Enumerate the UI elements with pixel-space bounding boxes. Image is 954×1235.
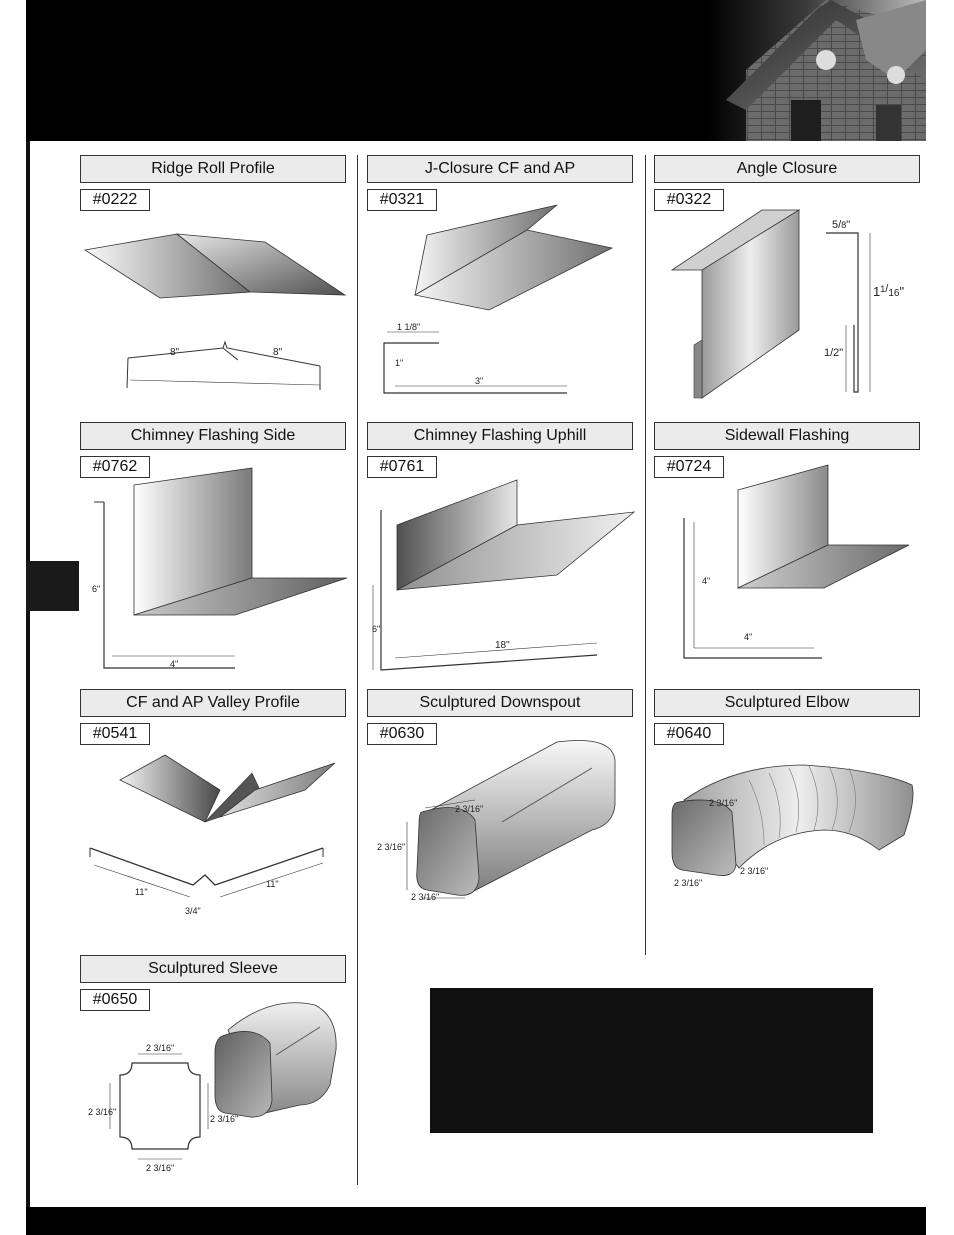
dimension-label: 3" [475,376,483,386]
product-code: #0650 [80,989,150,1011]
product-code: #0322 [654,189,724,211]
sleeve-drawing: 2 3/16" 2 3/16" 2 3/16" 2 3/16" [88,1002,337,1173]
dimension-label: 2 3/16" [88,1107,116,1117]
product-code: #0724 [654,456,724,478]
j-closure-drawing: 1 1/8" 1" 3" [383,204,614,394]
product-title: J-Closure CF and AP [367,155,633,183]
chimney-side-drawing: 6" 4" [92,467,348,669]
column-divider-right [645,155,646,955]
product-code: #0321 [367,189,437,211]
product-title: Ridge Roll Profile [80,155,346,183]
section-tab [26,561,79,611]
header-bar [26,0,926,141]
house-roof-photo-icon [706,0,926,141]
product-title: CF and AP Valley Profile [80,689,346,717]
left-edge-rule [26,0,30,1235]
product-title: Chimney Flashing Uphill [367,422,633,450]
dimension-label: 3/4" [185,906,201,916]
elbow-drawing: 2 3/16" 2 3/16" 2 3/16" [671,764,914,888]
dimension-label: 2 3/16" [210,1114,238,1124]
dimension-label: 8" [273,347,283,358]
dimension-label: 11" [135,887,148,897]
product-title: Sidewall Flashing [654,422,920,450]
dimension-label: 2 3/16" [740,866,768,876]
dimension-label: 4" [702,576,710,586]
info-panel [430,988,873,1133]
product-code: #0222 [80,189,150,211]
dimension-label: 2 3/16" [455,804,483,814]
angle-closure-drawing: 5/8" 11/16" 1/2" [670,209,904,399]
sidewall-flashing-drawing: 4" 4" [683,464,910,659]
dimension-label: 4" [170,659,178,669]
product-title: Sculptured Elbow [654,689,920,717]
product-title: Angle Closure [654,155,920,183]
product-code: #0640 [654,723,724,745]
dimension-label: 2 3/16" [674,878,702,888]
dimension-label: 1 1/8" [397,322,420,332]
dimension-label: 5/8" [832,219,850,231]
dimension-label: 11" [266,879,279,889]
dimension-label: 2 3/16" [411,892,439,902]
dimension-label: 6" [372,624,380,634]
product-title: Sculptured Downspout [367,689,633,717]
dimension-label: 2 3/16" [377,842,405,852]
dimension-label: 1" [395,358,403,368]
dimension-label: 2 3/16" [146,1163,174,1173]
dimension-label: 6" [92,584,100,594]
chimney-uphill-drawing: 6" 18" [372,479,636,671]
product-code: #0761 [367,456,437,478]
column-divider-left [357,155,358,1185]
valley-profile-drawing: 11" 11" 3/4" [89,754,336,916]
dimension-label: 18" [495,640,510,651]
dimension-label: 11/16" [873,283,904,299]
ridge-roll-drawing: 8" 8" [83,233,347,390]
dimension-label: 2 3/16" [146,1043,174,1053]
product-code: #0630 [367,723,437,745]
dimension-label: 8" [170,347,180,358]
product-code: #0762 [80,456,150,478]
product-code: #0541 [80,723,150,745]
dimension-label: 1/2" [824,347,843,359]
downspout-drawing: 2 3/16" 2 3/16" 2 3/16" [377,740,616,902]
dimension-label: 2 3/16" [709,798,737,808]
product-title: Sculptured Sleeve [80,955,346,983]
dimension-label: 4" [744,632,752,642]
footer-bar [26,1207,926,1235]
product-title: Chimney Flashing Side [80,422,346,450]
